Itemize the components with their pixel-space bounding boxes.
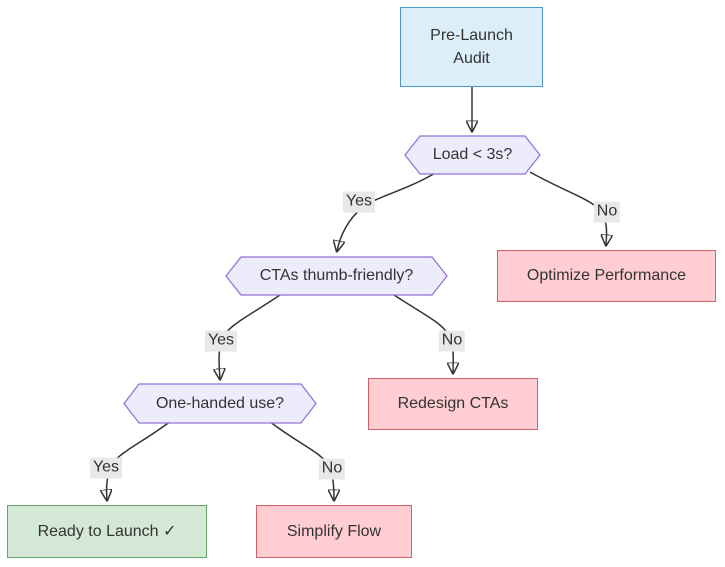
node-one-handed-use: One-handed use? [123,383,317,424]
node-ctas-thumb-friendly: CTAs thumb-friendly? [225,256,448,296]
node-optimize-performance: Optimize Performance [497,250,716,302]
node-label: Redesign CTAs [397,395,509,413]
node-label: Ready to Launch ✓ [37,522,177,540]
node-label: One-handed use? [155,394,285,412]
node-label: Simplify Flow [286,522,382,540]
node-label: Optimize Performance [526,267,687,285]
node-label: Pre-Launch Audit [430,26,513,67]
node-simplify-flow: Simplify Flow [256,505,412,558]
edge-label-load-no: No [593,201,621,223]
hexagon-shape [404,135,541,175]
edge-label-load-yes: Yes [342,191,376,213]
edge-label-onehanded-no: No [318,458,346,480]
edge-label-ctas-yes: Yes [204,330,238,352]
node-label: CTAs thumb-friendly? [259,267,414,285]
node-label: Load < 3s? [432,146,513,164]
node-redesign-ctas: Redesign CTAs [368,378,538,430]
node-load-under-3s: Load < 3s? [404,135,541,175]
hexagon-shape [123,383,317,424]
node-ready-to-launch: Ready to Launch ✓ [7,505,207,558]
edge-label-ctas-no: No [438,330,466,352]
node-pre-launch-audit: Pre-Launch Audit [400,7,543,87]
hexagon-shape [225,256,448,296]
edge-label-onehanded-yes: Yes [89,457,123,479]
